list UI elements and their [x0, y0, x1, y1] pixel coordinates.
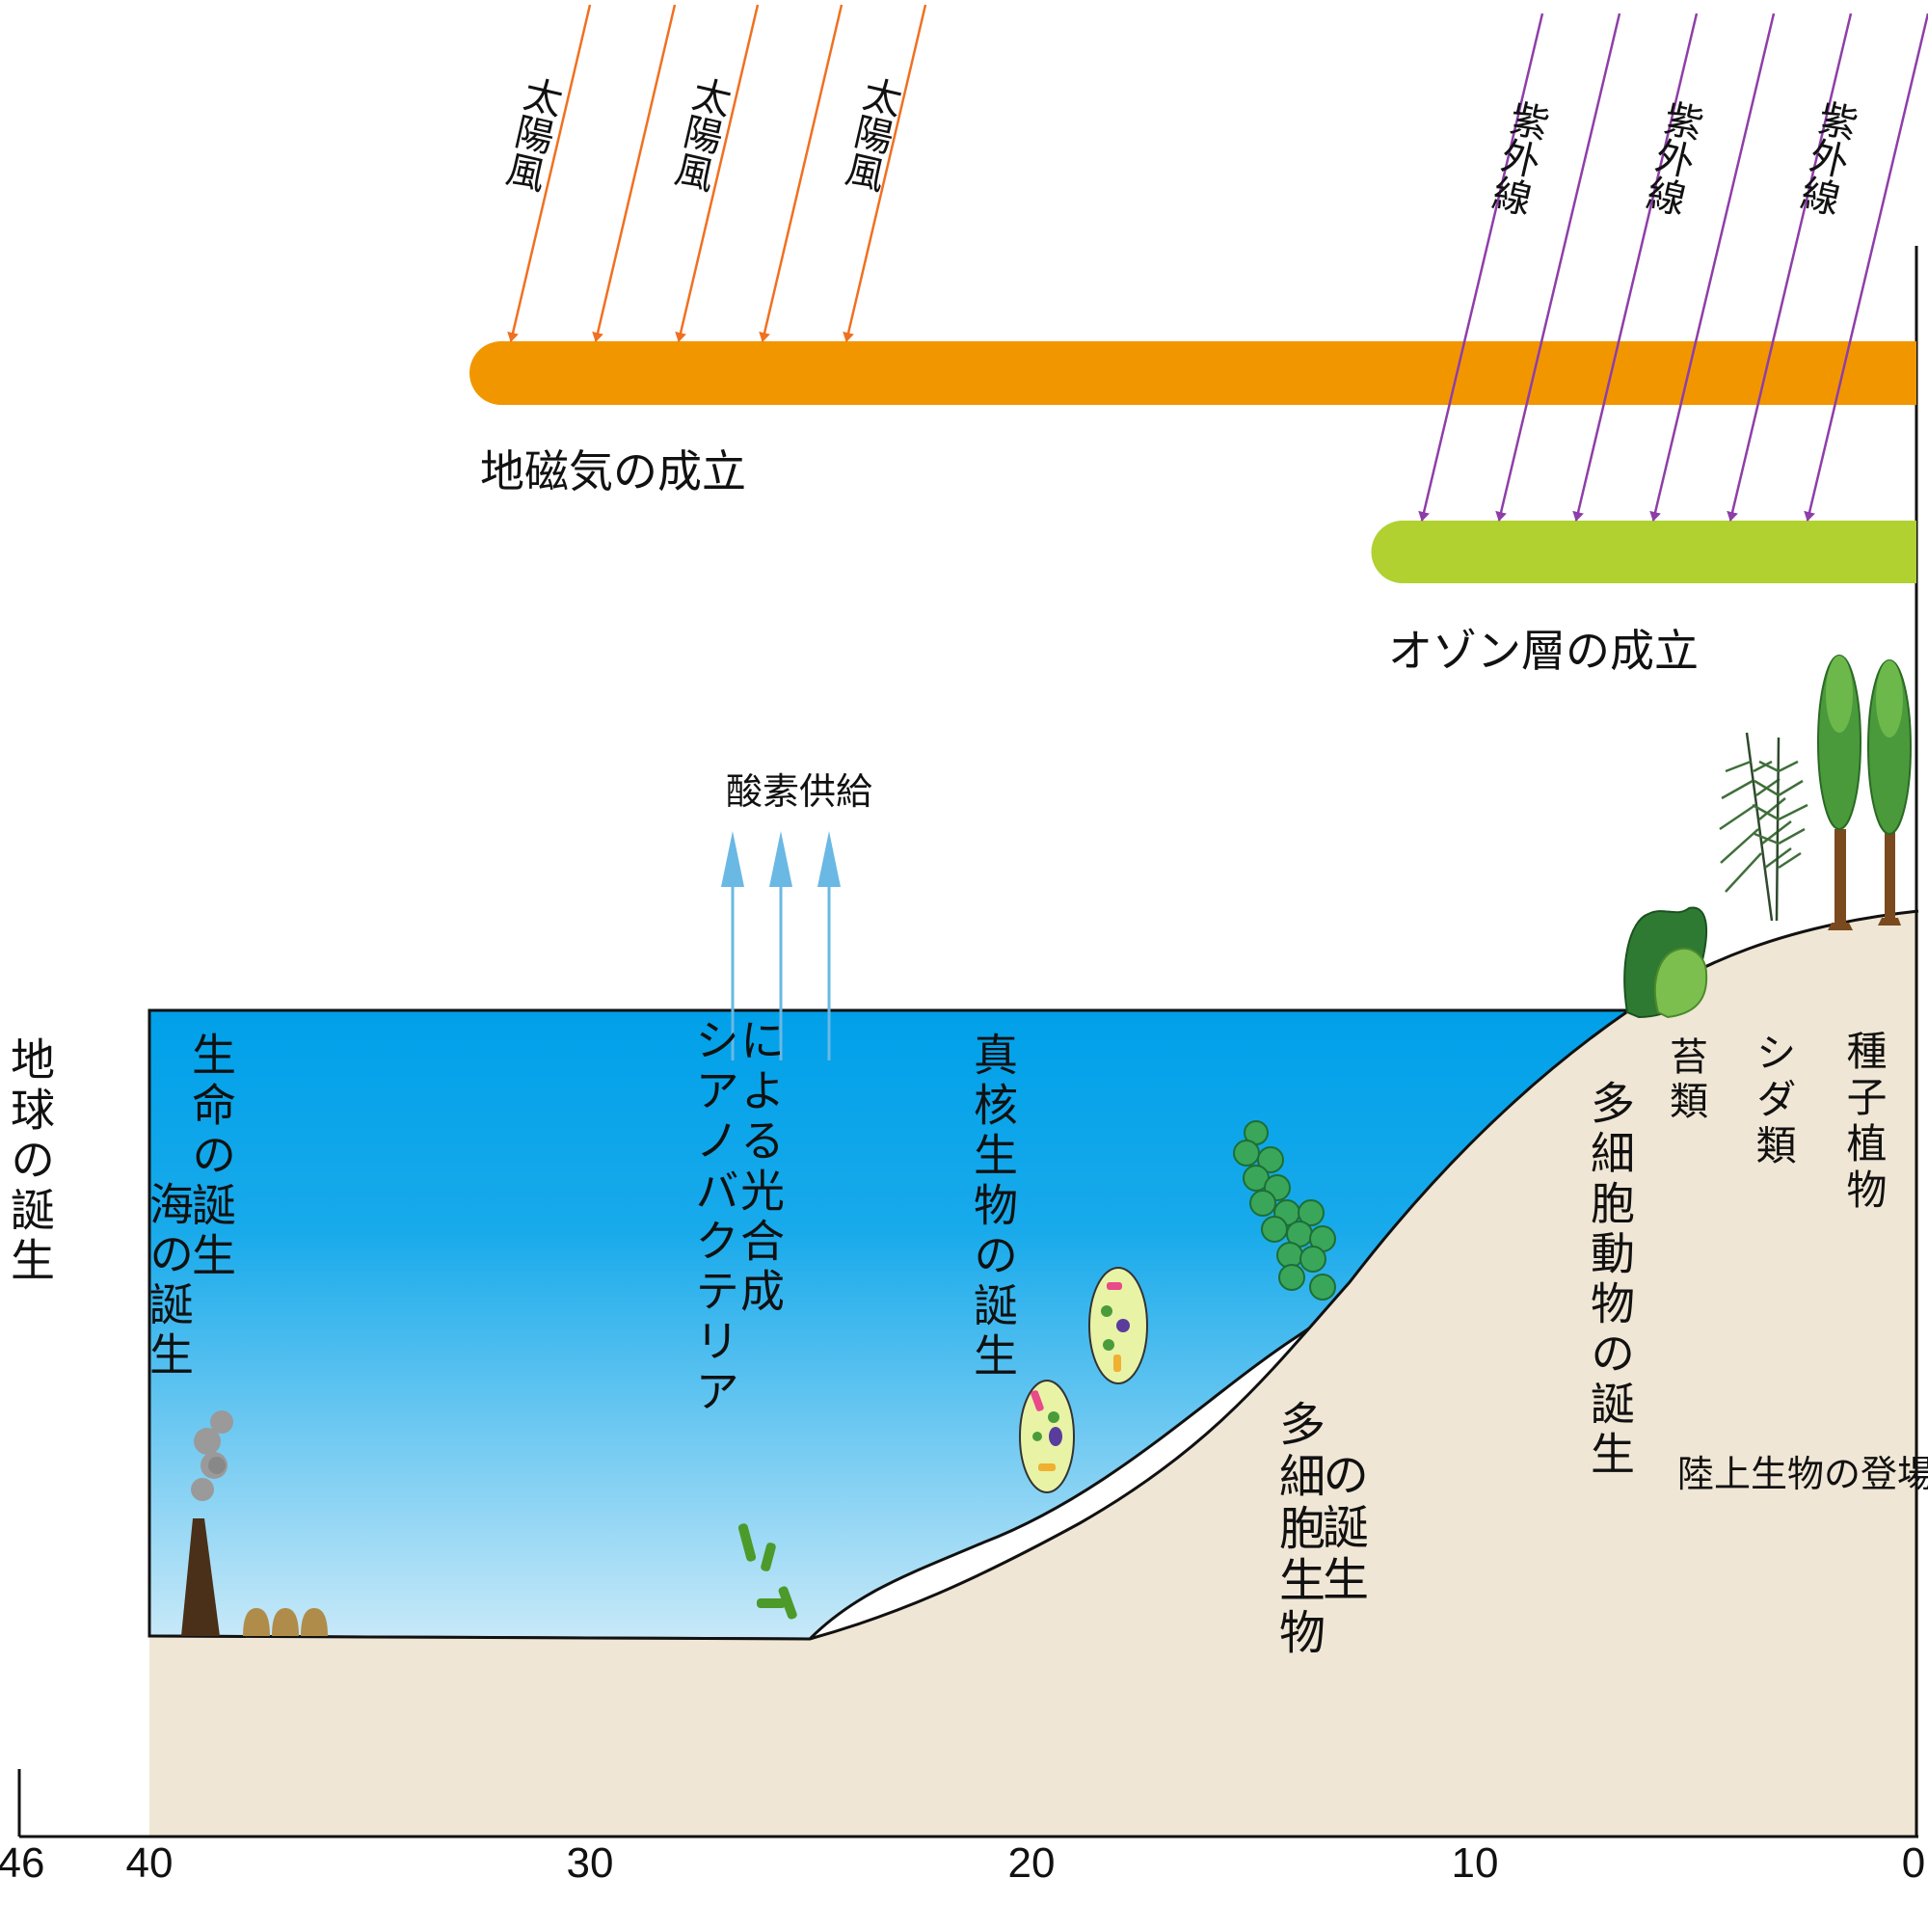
cyanobacteria-label-line1: シアノバクテリア: [688, 1017, 740, 1418]
multicell-birth-label-line1: 多細胞生物: [1271, 1400, 1325, 1660]
solar-wind-arrow: [507, 4, 592, 342]
axis-tick-10: 10: [1451, 1839, 1499, 1887]
oxygen-arrows: [721, 831, 841, 1060]
solar-wind-arrow: [759, 4, 844, 342]
multicellular-colony: [1233, 1120, 1336, 1301]
uv-arrow: [1495, 13, 1621, 522]
sea-birth-label: 海の誕生: [143, 1181, 195, 1382]
eukaryote-birth-label: 真核生物の誕生: [967, 1032, 1019, 1382]
moss-plants: [1623, 906, 1708, 1019]
fern-plants: [1719, 732, 1808, 922]
seed-plant-label: 種子植物: [1840, 1030, 1888, 1215]
axis-tick-46: 46: [0, 1839, 45, 1887]
earth-birth-label: 地球の誕生: [4, 1036, 56, 1287]
ozone-bar: [1371, 521, 1916, 583]
oxygen-supply-label: 酸素供給: [726, 770, 873, 813]
axis-tick-30: 30: [566, 1839, 614, 1887]
eukaryote-cell: [1019, 1380, 1075, 1493]
cyanobacteria-cells: [737, 1523, 797, 1620]
fern-label: シダ類: [1750, 1032, 1797, 1170]
volcano-smoke: [191, 1410, 233, 1501]
stromatolites: [243, 1608, 328, 1636]
solar-wind-arrow: [843, 4, 927, 342]
axis-tick-40: 40: [125, 1839, 174, 1887]
uv-arrow: [1418, 13, 1544, 522]
solar-wind-arrows: [507, 4, 927, 342]
multicell-animal-birth-label: 多細胞動物の誕生: [1584, 1080, 1636, 1481]
magnetosphere-label: 地磁気の成立: [480, 445, 746, 497]
axis-tick-20: 20: [1007, 1839, 1056, 1887]
seed-plant-trees: [1817, 655, 1912, 930]
land-life-label: 陸上生物の登場: [1677, 1453, 1928, 1495]
uv-arrow: [1572, 13, 1699, 522]
uv-arrow: [1804, 13, 1928, 522]
life-birth-label: 生命の誕生: [185, 1032, 237, 1282]
oxygen-arrow-head: [721, 831, 744, 887]
volcano: [181, 1410, 233, 1636]
multicell-birth-label-line2: の誕生: [1314, 1451, 1368, 1607]
axis-tick-0: 0: [1901, 1839, 1926, 1887]
eukaryote-cell: [1088, 1267, 1148, 1384]
moss-label: 苔類: [1663, 1036, 1707, 1125]
solar-wind-arrow: [592, 4, 677, 342]
magnetosphere-bar: [469, 341, 1916, 405]
ozone-label: オゾン層の成立: [1388, 625, 1699, 677]
oxygen-arrow-head: [817, 831, 841, 887]
solar-wind-arrow: [675, 4, 760, 342]
volcano-chimney: [181, 1518, 220, 1636]
uv-arrows: [1418, 13, 1928, 522]
land: [149, 911, 1918, 1837]
uv-arrow: [1649, 13, 1776, 522]
oxygen-arrow-head: [769, 831, 792, 887]
uv-arrow: [1727, 13, 1853, 522]
cyanobacteria-label-line2: による光合成: [734, 1017, 786, 1318]
